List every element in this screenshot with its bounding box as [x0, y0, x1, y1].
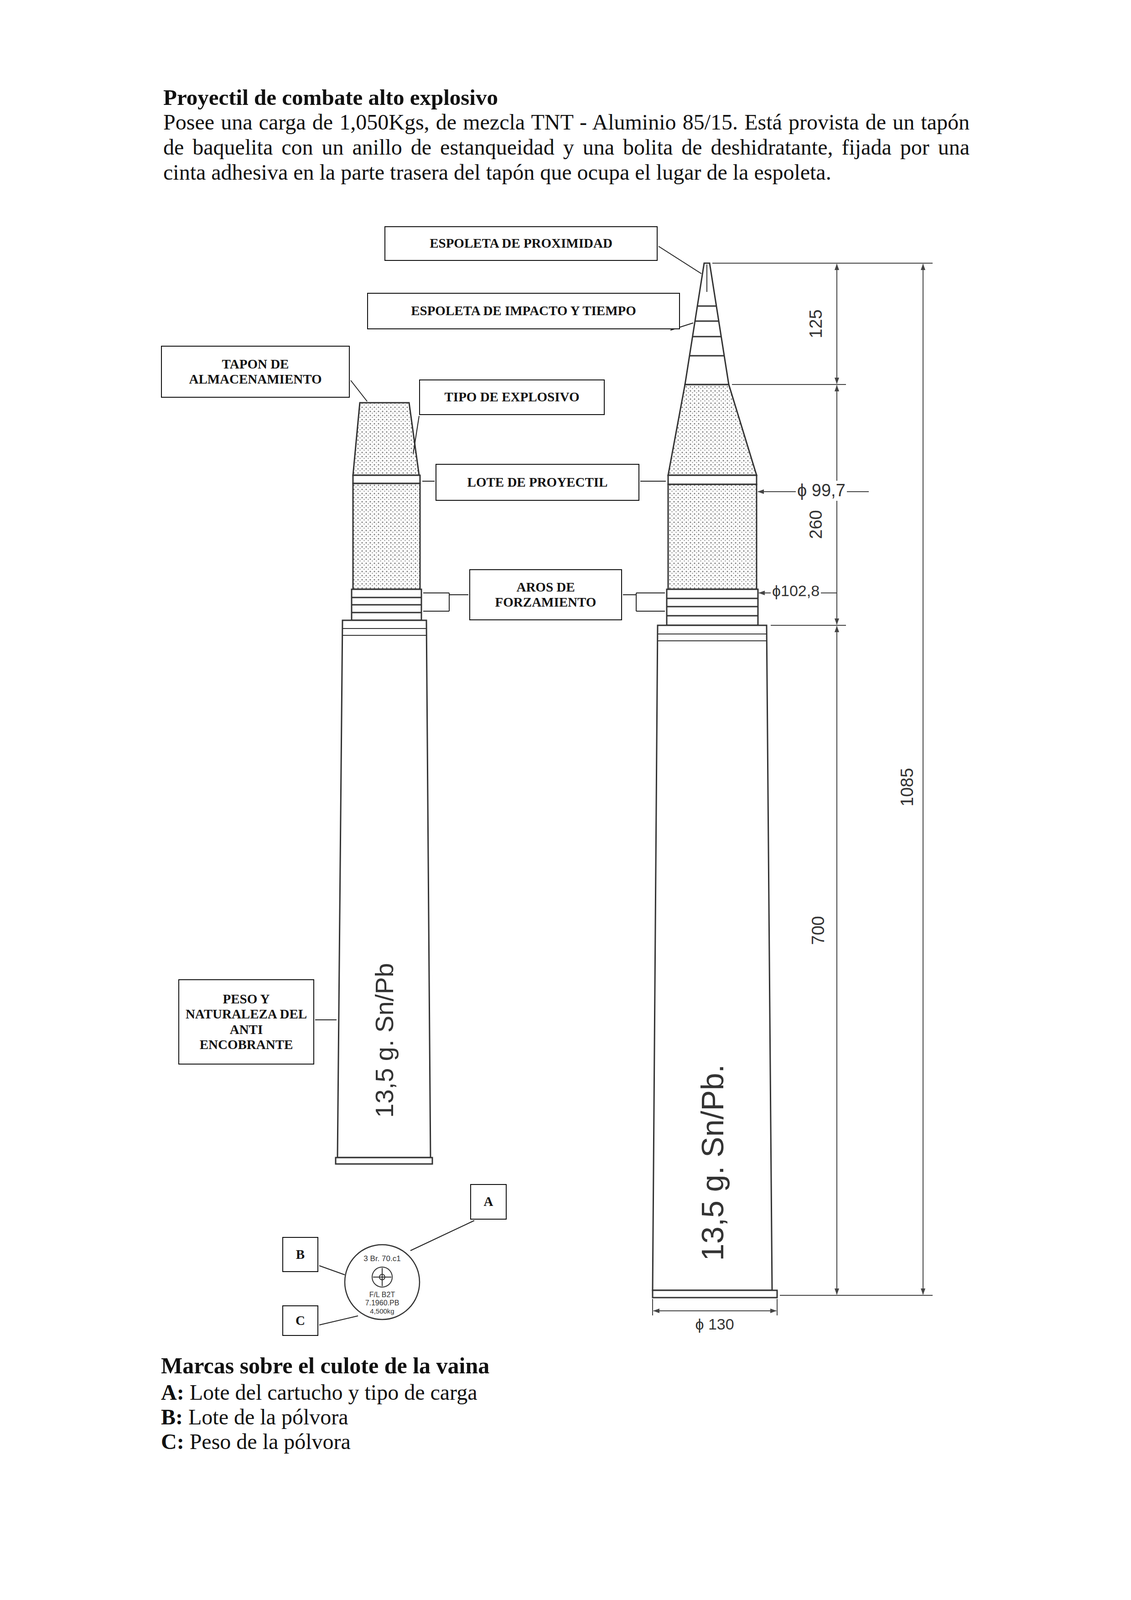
box-text: ESPOLETA DE IMPACTO Y TIEMPO: [410, 303, 637, 319]
legend-text: Lote del cartucho y tipo de carga: [189, 1379, 478, 1405]
label-box: C: [282, 1305, 319, 1336]
label-box: A: [470, 1183, 507, 1220]
label-box: B: [282, 1236, 319, 1272]
case-marking: 13,5 g. Sn/Pb: [369, 962, 400, 1118]
label-box: PESO Y NATURALEZA DEL ANTI ENCOBRANTE: [178, 979, 315, 1065]
label-box: TIPO DE EXPLOSIVO: [419, 379, 605, 416]
box-text: B: [295, 1246, 305, 1262]
label-box: TAPON DE ALMACENAMIENTO: [160, 345, 350, 398]
callout-letter: B:: [160, 1404, 183, 1430]
box-text: ESPOLETA DE PROXIMIDAD: [429, 235, 613, 251]
legend-text: Lote de la pólvora: [188, 1404, 349, 1430]
box-text: PESO Y NATURALEZA DEL ANTI ENCOBRANTE: [183, 991, 309, 1053]
box-text: LOTE DE PROYECTIL: [467, 474, 608, 490]
box-text: A: [483, 1193, 494, 1209]
dimension: 125: [806, 309, 827, 338]
label-box: AROS DE FORZAMIENTO: [469, 569, 623, 621]
callout-letter: A:: [160, 1379, 185, 1405]
case-marking: 13,5 g. Sn/Pb.: [694, 1064, 731, 1261]
box-text: C: [295, 1312, 306, 1329]
dimension: 260: [806, 509, 827, 539]
dimension: ϕ 130: [695, 1315, 734, 1334]
section-heading: Marcas sobre el culote de la vaina: [160, 1352, 490, 1380]
box-text: TIPO DE EXPLOSIVO: [444, 389, 580, 405]
body-text: Posee una carga de 1,050Kgs, de mezcla T…: [163, 109, 970, 186]
base-marking: 4,500kg: [369, 1307, 395, 1315]
label-box: LOTE DE PROYECTIL: [435, 463, 640, 501]
base-marking: F/L B2T: [369, 1290, 395, 1299]
base-marking: 3 Br. 70.c1: [363, 1254, 401, 1264]
legend-text: Peso de la pólvora: [189, 1428, 351, 1454]
label-box: ESPOLETA DE PROXIMIDAD: [384, 226, 658, 261]
callout-letter: C:: [160, 1428, 185, 1454]
dimension: 700: [808, 915, 829, 945]
dimension: ϕ 99,7: [795, 480, 847, 501]
label-box: ESPOLETA DE IMPACTO Y TIEMPO: [367, 292, 680, 330]
box-text: TAPON DE ALMACENAMIENTO: [166, 356, 345, 388]
dimension: 1085: [897, 767, 918, 807]
box-text: AROS DE FORZAMIENTO: [474, 579, 617, 611]
title: Proyectil de combate alto explosivo: [163, 84, 499, 111]
dimension: ϕ102,8: [770, 581, 821, 600]
base-marking: 7.1960.PB: [365, 1298, 400, 1308]
